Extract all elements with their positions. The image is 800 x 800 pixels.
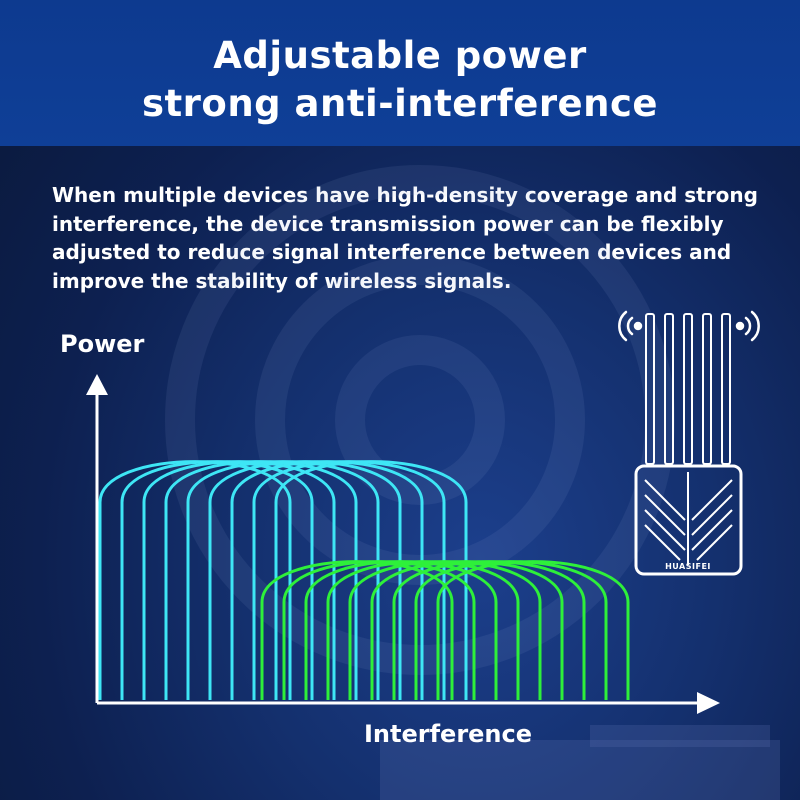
antennas xyxy=(645,313,731,465)
hatch-line xyxy=(644,494,686,536)
high-power-arcs xyxy=(98,460,468,700)
building-block xyxy=(380,740,780,800)
high-power-arc xyxy=(274,460,468,700)
signal-wave xyxy=(618,310,628,342)
hatch-line xyxy=(644,524,681,561)
bg-ring xyxy=(165,165,675,675)
router-brand-label: HUASIFEI xyxy=(665,562,711,571)
bg-ring xyxy=(335,335,505,505)
y-axis-arrow xyxy=(86,374,108,395)
signal-wave xyxy=(750,310,760,342)
page-title-line1: Adjustable power xyxy=(213,34,587,77)
page-title-line2: strong anti-interference xyxy=(141,82,659,125)
antenna xyxy=(683,313,693,465)
hatch-line xyxy=(691,509,733,551)
router-body xyxy=(634,464,743,576)
router-device: HUASIFEI xyxy=(618,310,760,576)
low-power-arcs xyxy=(260,560,630,700)
hatch-line xyxy=(696,524,733,561)
signal-wave xyxy=(626,316,634,336)
signal-left-icon xyxy=(618,310,643,342)
hatch-line xyxy=(691,494,733,536)
signal-dot xyxy=(735,321,745,331)
low-power-arc xyxy=(436,560,630,700)
header-band xyxy=(0,0,800,146)
y-axis-label: Power xyxy=(60,330,145,358)
antenna xyxy=(664,313,674,465)
antenna xyxy=(721,313,731,465)
axes xyxy=(86,374,720,714)
signal-right-icon xyxy=(735,310,760,342)
antenna xyxy=(702,313,712,465)
hatch-line xyxy=(644,479,686,521)
building-silhouette xyxy=(380,725,780,800)
signal-dot xyxy=(633,321,643,331)
hatch-line xyxy=(691,479,733,521)
router-hatching xyxy=(644,472,733,565)
bg-ring xyxy=(255,255,585,585)
hatch-line xyxy=(644,509,686,551)
building-roof xyxy=(590,725,770,747)
x-axis-label: Interference xyxy=(364,720,533,748)
signal-wave xyxy=(744,316,752,336)
x-axis-arrow xyxy=(697,692,720,714)
antenna xyxy=(645,313,655,465)
description-text: When multiple devices have high-density … xyxy=(52,183,758,293)
